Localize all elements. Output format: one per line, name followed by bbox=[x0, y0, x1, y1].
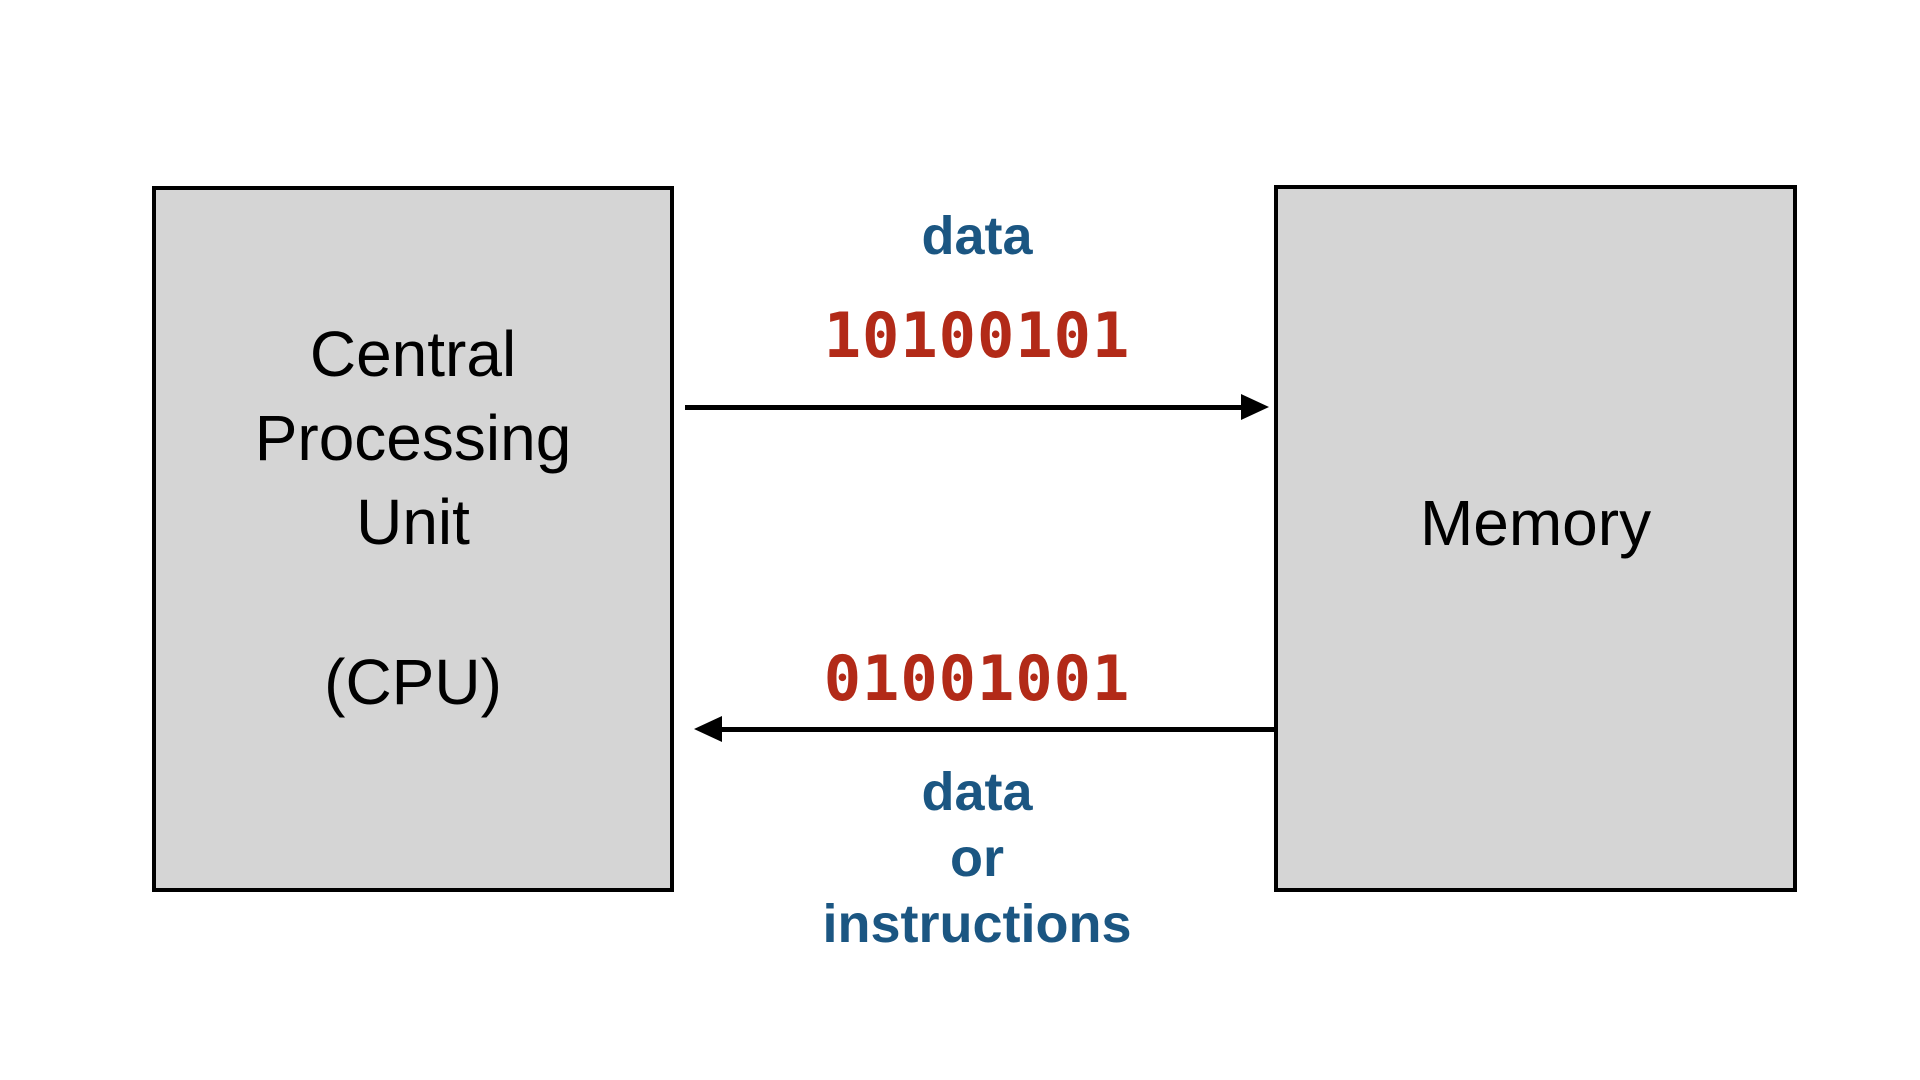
cpu-box-label: Central Processing Unit (CPU) bbox=[152, 312, 674, 724]
cpu-label-line-1: Central bbox=[309, 318, 517, 390]
bottom-arrow-label-line-2: or bbox=[950, 828, 1004, 888]
bottom-arrow-binary-value: 01001001 bbox=[823, 642, 1131, 715]
right-arrowhead-icon bbox=[1241, 394, 1269, 420]
top-arrow-label: data bbox=[921, 206, 1033, 266]
bottom-arrow-label-line-3: instructions bbox=[822, 894, 1132, 954]
memory-box bbox=[1274, 185, 1797, 892]
memory-to-cpu-arrow-line bbox=[720, 727, 1274, 732]
top-arrow-binary-value: 10100101 bbox=[823, 299, 1131, 372]
cpu-to-memory-arrow-line bbox=[685, 405, 1243, 410]
memory-box-label: Memory bbox=[1419, 487, 1652, 559]
left-arrowhead-icon bbox=[694, 716, 722, 742]
cpu-label-line-2: Processing bbox=[254, 402, 572, 474]
cpu-label-abbr: (CPU) bbox=[324, 646, 502, 718]
bottom-arrow-label-line-1: data bbox=[921, 762, 1033, 822]
cpu-label-line-3: Unit bbox=[356, 486, 470, 558]
cpu-box bbox=[152, 186, 674, 892]
bottom-arrow-label: data or instructions bbox=[727, 759, 1227, 957]
cpu-label-spacer bbox=[152, 564, 674, 640]
